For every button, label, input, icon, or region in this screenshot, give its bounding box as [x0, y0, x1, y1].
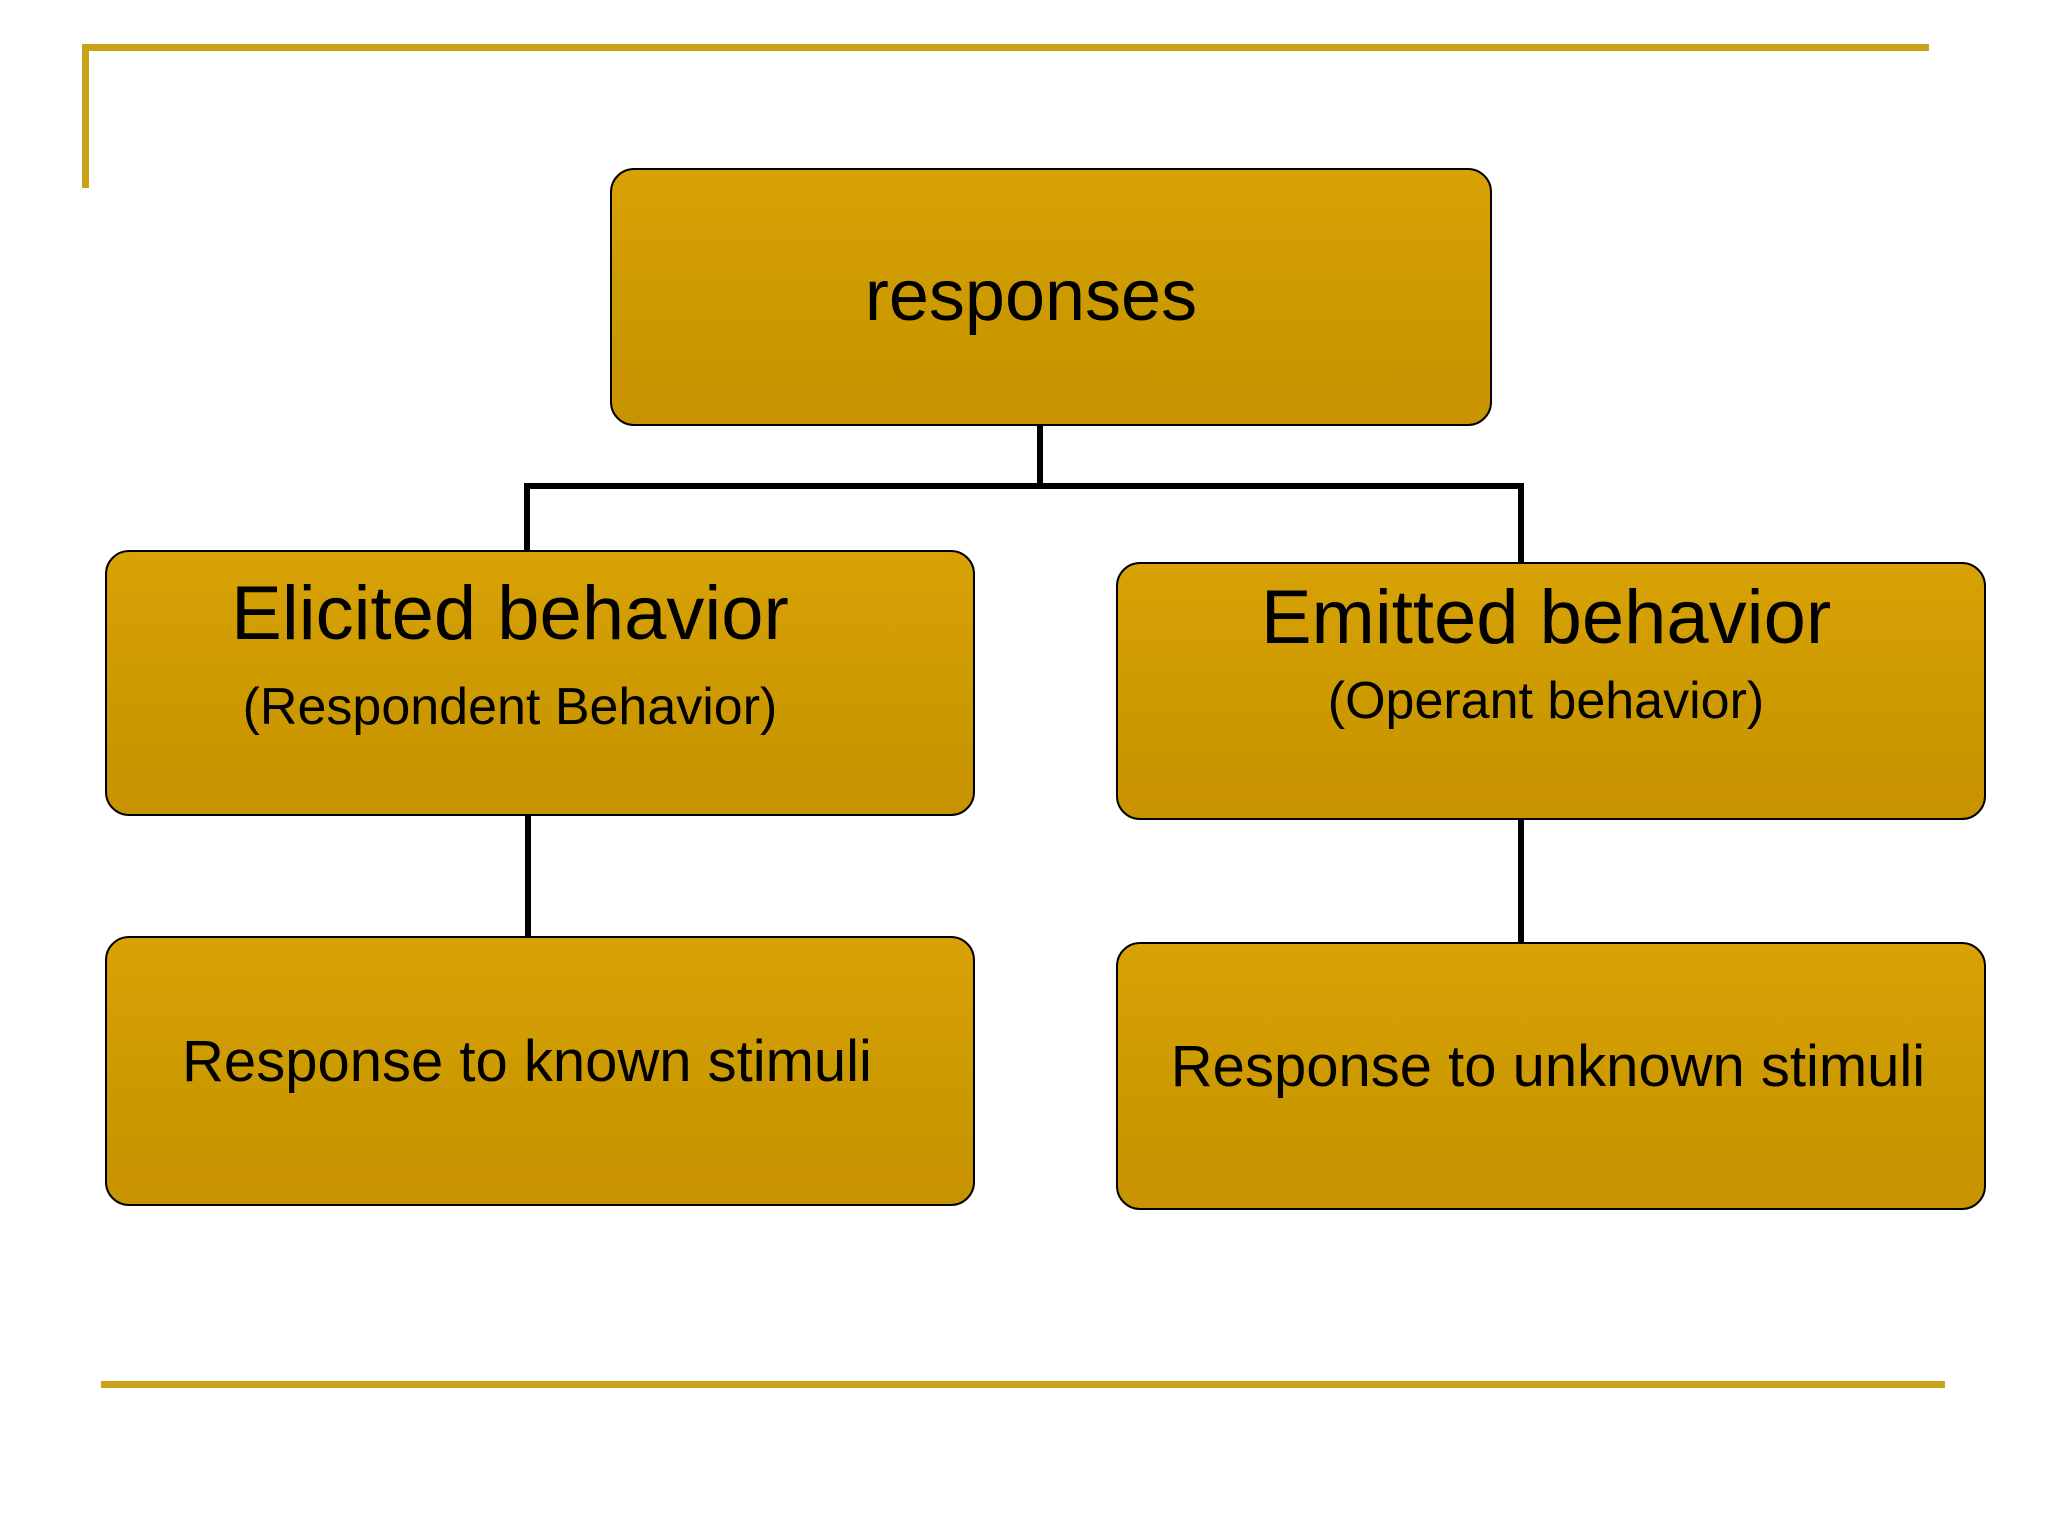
node-elicited-behavior[interactable]: Elicited behavior (Respondent Behavior) [105, 550, 975, 816]
decorative-frame-left-line [82, 44, 89, 188]
node-response-unknown-stimuli[interactable]: Response to unknown stimuli [1116, 942, 1986, 1210]
node-responses-label: responses [864, 256, 1198, 337]
decorative-frame-bottom-line [101, 1381, 1945, 1388]
connector-bus-to-emitted [1518, 483, 1524, 565]
decorative-frame-top-line [82, 44, 1929, 51]
connector-horizontal-bus [524, 483, 1524, 489]
node-elicited-behavior-title: Elicited behavior [231, 571, 789, 656]
connector-elicited-to-known [525, 812, 531, 940]
connector-root-stem [1037, 426, 1043, 488]
node-responses[interactable]: responses [610, 168, 1492, 426]
node-emitted-behavior-title: Emitted behavior [1260, 575, 1832, 660]
node-elicited-behavior-subtitle: (Respondent Behavior) [242, 677, 778, 736]
node-response-known-stimuli[interactable]: Response to known stimuli [105, 936, 975, 1206]
node-emitted-behavior[interactable]: Emitted behavior (Operant behavior) [1116, 562, 1986, 820]
connector-emitted-to-unknown [1518, 816, 1524, 944]
node-response-unknown-stimuli-label: Response to unknown stimuli [1170, 1033, 1926, 1099]
node-emitted-behavior-subtitle: (Operant behavior) [1327, 671, 1765, 730]
connector-bus-to-elicited [524, 483, 530, 553]
node-response-known-stimuli-label: Response to known stimuli [182, 1028, 872, 1094]
